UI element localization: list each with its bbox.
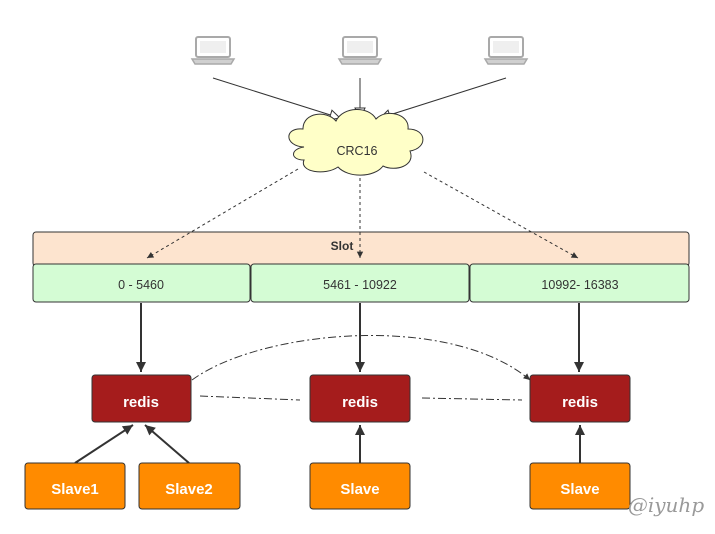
crc16-cloud: CRC16 xyxy=(288,109,424,176)
client-arrow xyxy=(212,77,340,118)
slot-range-1 xyxy=(32,263,251,303)
gossip-link xyxy=(421,397,523,401)
slot-range-3 xyxy=(469,263,690,303)
slot-bar xyxy=(32,231,690,267)
slave-to-master-arrow xyxy=(144,424,190,464)
slot-title: Slot xyxy=(331,239,354,253)
redis-master-3 xyxy=(529,374,631,423)
computer-icon xyxy=(191,36,235,65)
redis-master-1 xyxy=(91,374,192,423)
computer-icon xyxy=(484,36,528,65)
redis-master-1-label: redis xyxy=(123,394,159,411)
redis-master-3-label: redis xyxy=(562,394,598,411)
client-arrow xyxy=(380,77,507,118)
redis-master-2-label: redis xyxy=(342,394,378,411)
slave-4 xyxy=(529,462,631,510)
gossip-arc xyxy=(191,335,531,381)
slave-to-master-arrow xyxy=(74,424,134,464)
crc16-label: CRC16 xyxy=(337,144,378,158)
hash-dashed-arrow xyxy=(423,171,579,259)
hash-dashed-arrow xyxy=(146,168,299,259)
computer-icon xyxy=(338,36,382,65)
slave-1-label: Slave1 xyxy=(51,481,99,498)
slave-3-label: Slave xyxy=(340,481,379,498)
slave-3 xyxy=(309,462,411,510)
slave-4-label: Slave xyxy=(560,481,599,498)
gossip-link xyxy=(199,395,301,401)
slot-range-2-label: 5461 - 10922 xyxy=(323,278,397,292)
slave-1 xyxy=(24,462,126,510)
watermark: @iyuhp xyxy=(628,493,704,517)
slave-2-label: Slave2 xyxy=(165,481,213,498)
slave-2 xyxy=(138,462,241,510)
redis-master-2 xyxy=(309,374,411,423)
slot-range-1-label: 0 - 5460 xyxy=(118,278,164,292)
slot-range-2 xyxy=(250,263,470,303)
slot-range-3-label: 10992- 16383 xyxy=(541,278,618,292)
